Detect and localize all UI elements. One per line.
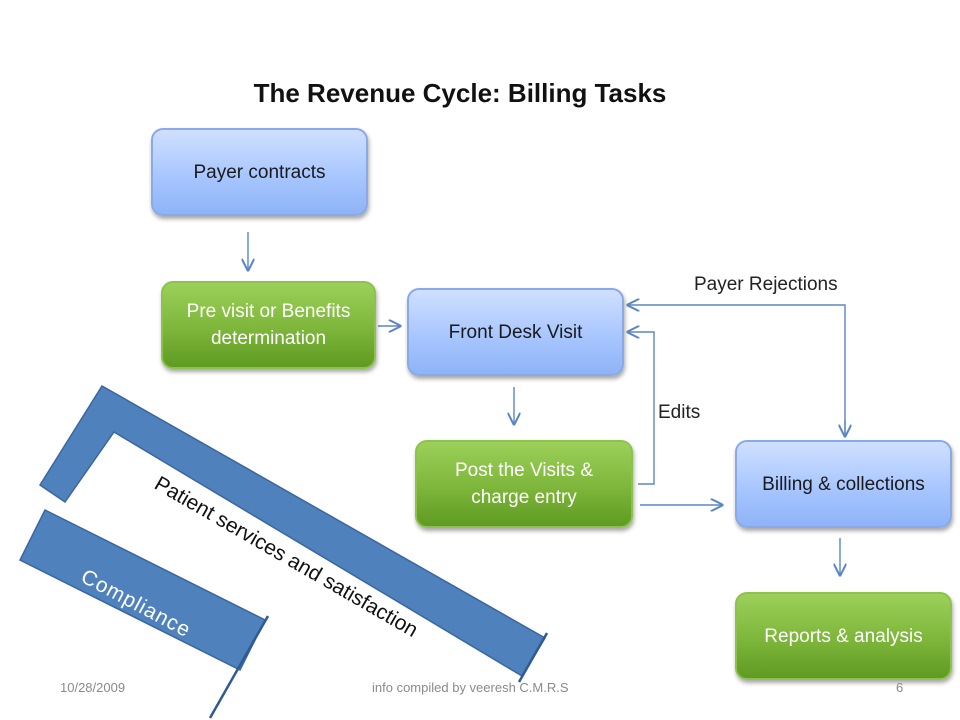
node-reports-label: Reports & analysis [764,625,923,647]
arrow-payer-rejections [628,305,846,436]
edge-label-edits: Edits [658,402,701,423]
patient-services-band [38,384,547,678]
compliance-band [18,508,267,672]
node-payer-contracts-label: Payer contracts [193,161,326,183]
node-front-desk[interactable]: Front Desk Visit [407,288,624,376]
node-billing-label: Billing & collections [762,473,925,495]
node-front-desk-label: Front Desk Visit [448,321,583,343]
footer-credit: info compiled by veeresh C.M.R.S [372,680,569,695]
node-post-visits-label: Post the Visits & charge entry [455,460,593,508]
edge-label-payer-rejections: Payer Rejections [694,274,838,295]
patient-services-band-edge [517,632,549,683]
node-billing[interactable]: Billing & collections [735,440,952,528]
node-reports[interactable]: Reports & analysis [735,592,952,680]
page-title: The Revenue Cycle: Billing Tasks [253,78,667,108]
node-pre-visit[interactable]: Pre visit or Benefits determination [161,281,376,369]
compliance-band-edge [208,615,270,719]
footer-date: 10/28/2009 [60,680,126,695]
node-pre-visit-label: Pre visit or Benefits determination [186,301,351,349]
footer-page-number: 6 [896,680,904,695]
node-payer-contracts[interactable]: Payer contracts [151,128,368,216]
node-post-visits[interactable]: Post the Visits & charge entry [415,440,633,528]
arrow-edits-loop [628,332,655,485]
